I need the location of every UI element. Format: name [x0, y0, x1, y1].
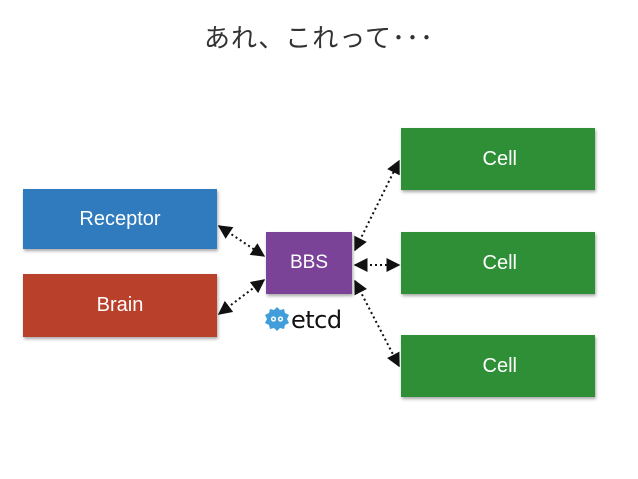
cell-node-1: Cell: [401, 128, 595, 190]
link-bbs-cell1: [354, 159, 400, 252]
cell-label-2: Cell: [482, 251, 517, 274]
bbs-label: BBS: [289, 252, 329, 273]
etcd-logo: etcd: [265, 306, 342, 334]
cell-node-3: Cell: [401, 335, 595, 397]
bbs-node: BBS: [266, 232, 352, 294]
etcd-mascot-icon: [265, 307, 289, 331]
brain-node: Brain: [23, 274, 217, 337]
link-brain-bbs: [217, 279, 266, 315]
brain-label: Brain: [96, 294, 144, 316]
cell-label-3: Cell: [482, 354, 517, 377]
cell-node-2: Cell: [401, 232, 595, 294]
link-receptor-bbs: [217, 225, 266, 257]
receptor-node: Receptor: [23, 189, 217, 249]
cell-label-1: Cell: [482, 147, 517, 170]
etcd-wordmark: etcd: [291, 306, 342, 334]
receptor-label: Receptor: [79, 207, 161, 230]
slide-title: あれ、これって･･･: [204, 24, 434, 54]
link-bbs-cell3: [354, 279, 400, 368]
